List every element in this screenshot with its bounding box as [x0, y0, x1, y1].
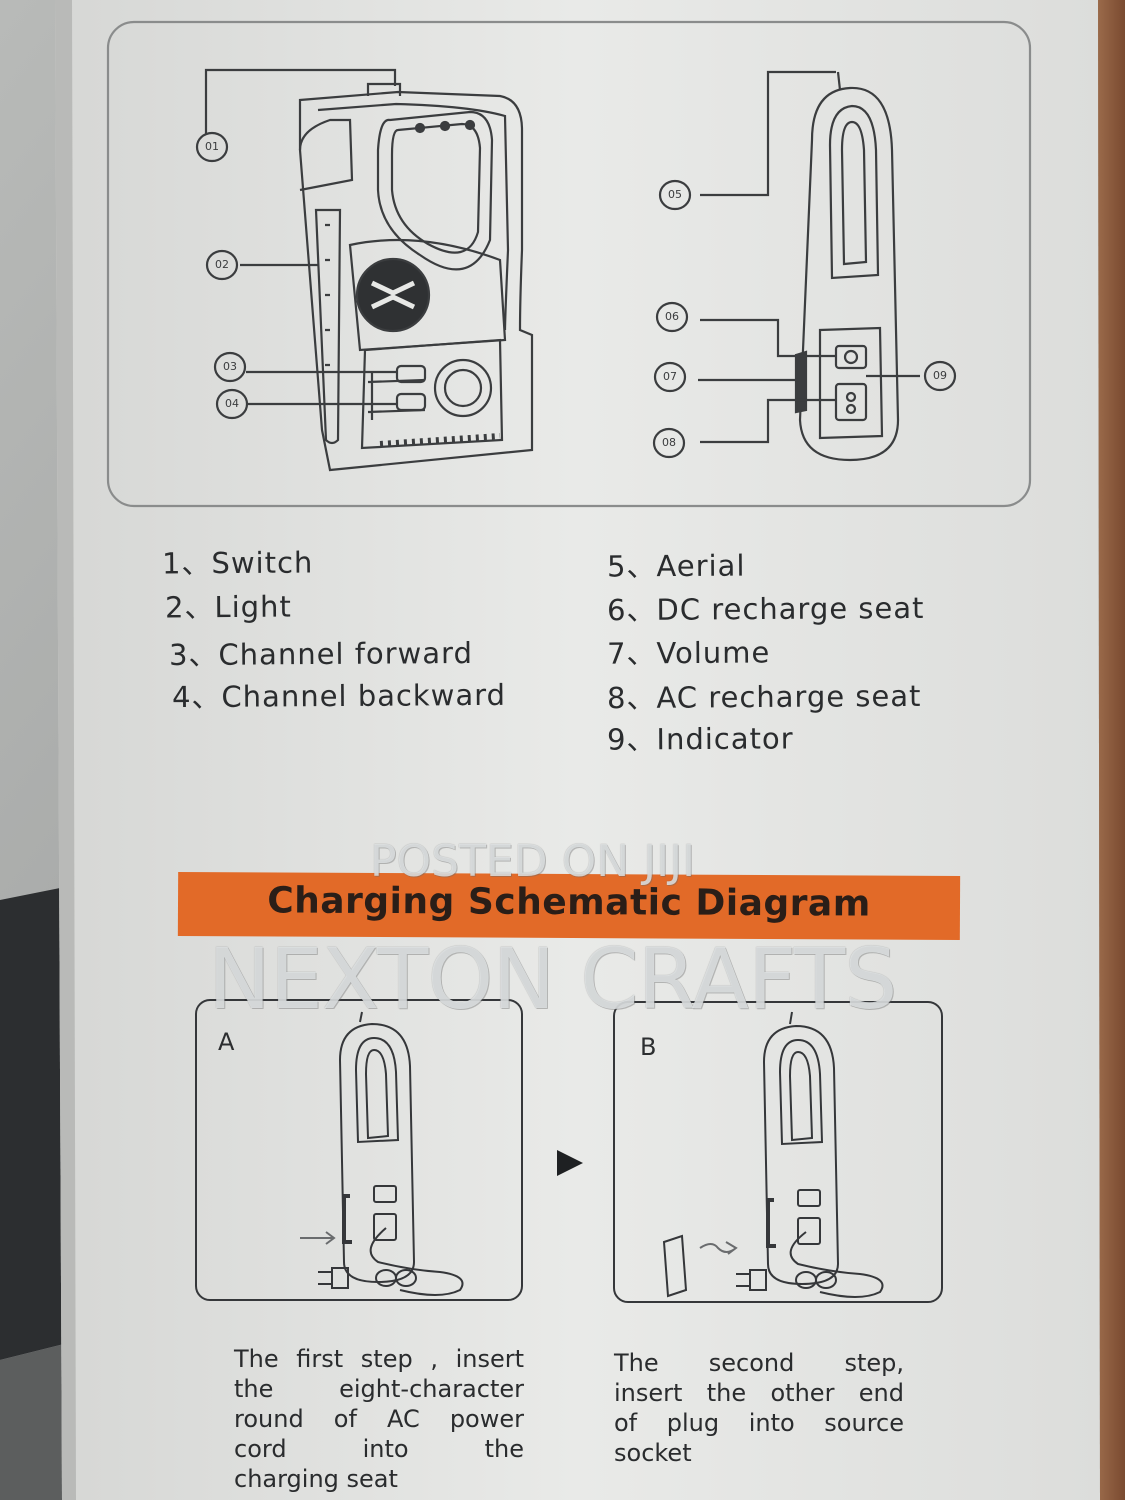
legend-number: 8、: [606, 680, 657, 716]
legend-number: 1、: [161, 546, 212, 581]
box-right-edge: [1098, 0, 1125, 1500]
callout-line-01: [204, 68, 397, 135]
callout-number-07: 07: [663, 370, 677, 383]
caption-line: of plug into source: [614, 1409, 904, 1437]
step-b-label: B: [640, 1033, 657, 1061]
legend-item-8: 8、AC recharge seat: [607, 673, 922, 717]
callout-number-05: 05: [668, 188, 682, 201]
radio-side-illustration: [794, 71, 900, 462]
callout-number-08: 08: [662, 436, 676, 449]
box-front-face: [55, 0, 1100, 1500]
caption-line: insert the other end: [614, 1379, 904, 1407]
next-step-arrow-icon: [557, 1150, 583, 1176]
callout-number-06: 06: [665, 310, 679, 323]
product-parts-diagram: [106, 20, 1032, 508]
step-b-caption: The second step, insert the other end of…: [614, 1348, 904, 1468]
dc-recharge-seat: [834, 344, 868, 370]
legend-text: Channel forward: [218, 635, 474, 672]
callout-circle-07: [653, 361, 687, 393]
legend-item-9: 9、Indicator: [607, 715, 794, 758]
diagram-frame: [106, 20, 1032, 508]
callout-circle-02: [205, 249, 239, 281]
legend-item-4: 4、Channel backward: [172, 672, 506, 716]
step-a-caption: The first step , insert the eight-charac…: [234, 1344, 524, 1494]
legend-text: DC recharge seat: [656, 590, 925, 627]
callout-circle-06: [655, 301, 689, 333]
box-left-shadow: [55, 0, 76, 1500]
channel-forward-button: [395, 364, 427, 384]
channel-backward-button: [395, 392, 427, 412]
callout-circle-05: [658, 179, 692, 211]
callout-circle-09: [923, 360, 957, 392]
caption-line: The second step,: [614, 1349, 904, 1377]
ac-recharge-seat: [834, 382, 868, 422]
callout-number-09: 09: [933, 369, 947, 382]
legend-number: 5、: [606, 549, 657, 584]
step-a-radio: [300, 1011, 464, 1296]
callout-line-08: [700, 398, 836, 444]
callout-number-01: 01: [205, 140, 219, 153]
caption-line: cord into the: [234, 1435, 524, 1463]
caption-line: the eight-character: [234, 1375, 524, 1403]
caption-line: The first step , insert: [234, 1345, 524, 1373]
legend-text: Channel backward: [221, 677, 507, 714]
legend-text: AC recharge seat: [656, 678, 922, 715]
caption-line: round of AC power: [234, 1405, 524, 1433]
legend-number: 6、: [606, 592, 657, 628]
legend-item-3: 3、Channel forward: [169, 630, 473, 674]
legend-item-2: 2、Light: [165, 584, 292, 627]
legend-text: Indicator: [656, 721, 794, 757]
legend-item-1: 1、Switch: [162, 539, 314, 582]
legend-number: 2、: [164, 590, 215, 625]
radio-front-illustration: [298, 82, 534, 472]
callout-line-05: [700, 70, 836, 197]
legend-number: 7、: [606, 636, 657, 671]
legend-item-7: 7、Volume: [607, 629, 771, 672]
step-a-label: A: [218, 1028, 235, 1056]
callout-number-02: 02: [215, 258, 229, 271]
callout-number-04: 04: [225, 397, 239, 410]
legend-text: Light: [214, 589, 292, 625]
step-b-frame: [613, 1001, 943, 1303]
caption-line: charging seat: [234, 1465, 398, 1493]
legend-text: Volume: [656, 635, 771, 671]
callout-line-06: [700, 318, 836, 358]
watermark-posted-on: POSTED ON JIJI: [370, 836, 696, 887]
callout-circle-08: [652, 427, 686, 459]
legend-number: 4、: [171, 679, 222, 715]
step-a-frame: [195, 999, 523, 1301]
legend-item-6: 6、DC recharge seat: [607, 585, 925, 629]
step-b-radio: [662, 1011, 884, 1298]
callout-circle-03: [213, 351, 247, 383]
caption-line: socket: [614, 1439, 692, 1467]
callout-circle-01: [195, 131, 229, 163]
legend-text: Switch: [211, 545, 314, 581]
volume-knob: [433, 358, 493, 418]
watermark-brand: NEXTON CRAFTS: [208, 930, 897, 1028]
legend-text: Aerial: [656, 548, 746, 584]
legend-item-5: 5、Aerial: [607, 543, 746, 586]
legend-number: 3、: [168, 637, 219, 673]
callout-number-03: 03: [223, 360, 237, 373]
charging-steps-illustration: [195, 999, 943, 1303]
callout-circle-04: [215, 388, 249, 420]
legend-number: 9、: [606, 722, 657, 757]
